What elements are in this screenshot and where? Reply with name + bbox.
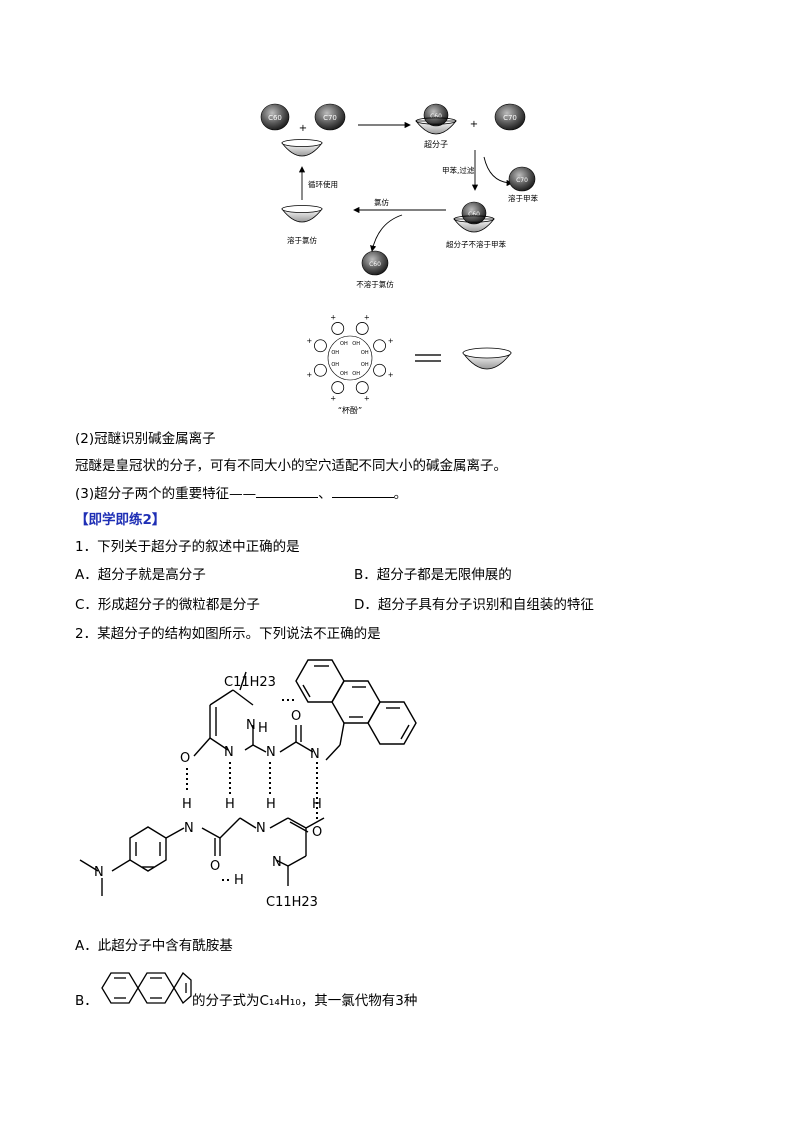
svg-text:+: + xyxy=(299,123,307,134)
svg-text:N: N xyxy=(94,865,104,880)
calixarene-phenol-ring xyxy=(314,339,327,353)
calixarene-oh-label: OH xyxy=(331,350,339,356)
c70-dissolved-sphere: C70 xyxy=(508,166,536,192)
calixarene-tbutyl: + xyxy=(388,337,394,345)
svg-text:C70: C70 xyxy=(503,114,517,122)
calixarene-oh-label: OH xyxy=(361,350,369,356)
label-chloroform: 氯仿 xyxy=(374,197,389,207)
label-toluene-filter: 甲苯,过滤 xyxy=(442,165,475,175)
calixarene-ring: + OH + OH + OH + OH + OH + OH + OH + OH xyxy=(306,315,393,403)
svg-text:H: H xyxy=(258,721,268,736)
practice-heading: 【即学即练2】 xyxy=(75,512,166,528)
calixarene-tbutyl: + xyxy=(388,371,394,379)
calixarene-phenol-ring xyxy=(373,339,386,353)
calixarene-oh-label: OH xyxy=(331,362,339,368)
calixarene-phenol-ring xyxy=(331,322,345,335)
crown-ether-body: 冠醚是皇冠状的分子，可有不同大小的空穴适配不同大小的碱金属离子。 xyxy=(75,458,507,474)
calixarene-tbutyl: + xyxy=(364,395,370,403)
bowl-icon-equivalent xyxy=(462,347,512,370)
svg-text:H: H xyxy=(234,873,244,888)
anthracene-icon xyxy=(101,971,192,1005)
svg-text:N: N xyxy=(246,718,256,733)
svg-text:H: H xyxy=(182,797,192,812)
supramolecule-structure: C11H23 N H N N O N O H H H H O N N O H N… xyxy=(79,659,417,910)
q1-option-a[interactable]: A．超分子就是高分子 xyxy=(75,567,206,583)
svg-text:C60: C60 xyxy=(468,211,480,218)
calixarene-oh-label: OH xyxy=(352,341,360,347)
c70-sphere: C70 xyxy=(314,103,346,131)
svg-text:H: H xyxy=(312,797,322,812)
calixarene-oh-label: OH xyxy=(340,341,348,347)
label-dissolve-toluene: 溶于甲苯 xyxy=(508,193,538,203)
calixarene-tbutyl: + xyxy=(330,315,336,321)
svg-text:C60: C60 xyxy=(369,261,381,268)
label-recycle: 循环使用 xyxy=(308,179,338,189)
label-insoluble-toluene: 超分子不溶于甲苯 xyxy=(446,239,506,249)
calixarene-phenol-ring xyxy=(355,381,369,394)
calixarene-phenol-ring xyxy=(373,363,386,377)
calixarene-tbutyl: + xyxy=(306,337,312,345)
question-3: (3)超分子两个的重要特征——、。 xyxy=(75,484,408,502)
svg-text:O: O xyxy=(291,709,301,724)
label-insoluble-chloroform: 不溶于氯仿 xyxy=(356,279,394,289)
svg-text:O: O xyxy=(312,825,322,840)
svg-text:O: O xyxy=(180,751,190,766)
svg-text:C11H23: C11H23 xyxy=(224,675,276,690)
svg-text:N: N xyxy=(256,821,266,836)
calixarene-oh-label: OH xyxy=(340,371,348,377)
calixarene-phenol-ring xyxy=(331,381,345,394)
q2-option-a[interactable]: A．此超分子中含有酰胺基 xyxy=(75,938,233,954)
calixarene-tbutyl: + xyxy=(306,371,312,379)
label-supramolecule: 超分子 xyxy=(424,139,448,149)
calixarene-figure: + OH + OH + OH + OH + OH + OH + OH + OH “杯酚” xyxy=(306,315,512,415)
svg-text:N: N xyxy=(224,745,234,760)
calixarene-oh-label: OH xyxy=(361,362,369,368)
calixarene-phenol-ring xyxy=(355,322,369,335)
calixarene-tbutyl: + xyxy=(364,315,370,321)
bowl-icon-chloroform xyxy=(281,205,323,223)
svg-text:O: O xyxy=(210,859,220,874)
question-2-stem: 2．某超分子的结构如图所示。下列说法不正确的是 xyxy=(75,626,381,642)
svg-text:N: N xyxy=(272,855,282,870)
equal-sign xyxy=(415,354,441,362)
q1-option-c[interactable]: C．形成超分子的微粒都是分子 xyxy=(75,597,260,613)
calixarene-phenol-ring xyxy=(314,363,327,377)
svg-text:N: N xyxy=(184,821,194,836)
svg-text:H: H xyxy=(225,797,235,812)
svg-text:H: H xyxy=(266,797,276,812)
label-dissolve-chloroform: 溶于氯仿 xyxy=(287,235,317,245)
supramolecule-insoluble-icon: C60 xyxy=(453,201,495,233)
svg-text:N: N xyxy=(310,747,320,762)
supramolecule-icon: C60 xyxy=(415,103,457,135)
question-1-stem: 1．下列关于超分子的叙述中正确的是 xyxy=(75,539,300,555)
c60-sphere: C60 xyxy=(260,103,290,131)
svg-text:+: + xyxy=(470,119,478,130)
svg-text:C60: C60 xyxy=(268,114,282,122)
svg-text:C70: C70 xyxy=(516,177,528,184)
svg-text:N: N xyxy=(266,745,276,760)
answer-blank-1[interactable] xyxy=(256,484,319,498)
c60-insoluble-sphere: C60 xyxy=(361,250,389,276)
fullerene-separation-figure: C60 C70 + C60 超分子 + C70 甲苯,过滤 C70 溶于甲苯 C… xyxy=(260,103,538,289)
q1-option-d[interactable]: D．超分子具有分子识别和自组装的特征 xyxy=(354,597,594,613)
answer-blank-2[interactable] xyxy=(331,484,394,498)
q2-option-b-prefix: B． xyxy=(75,993,98,1009)
c70-sphere-right: C70 xyxy=(494,103,526,131)
svg-text:C70: C70 xyxy=(323,114,337,122)
bowl-icon xyxy=(281,139,323,157)
calixarene-oh-label: OH xyxy=(352,371,360,377)
q2-option-b-text: 的分子式为C₁₄H₁₀，其一氯代物有3种 xyxy=(192,993,418,1009)
calixarene-tbutyl: + xyxy=(330,395,336,403)
q1-option-b[interactable]: B．超分子都是无限伸展的 xyxy=(354,567,512,583)
svg-text:C11H23: C11H23 xyxy=(266,895,318,910)
q3-prefix: (3)超分子两个的重要特征—— xyxy=(75,486,257,502)
svg-text:C60: C60 xyxy=(430,113,442,120)
crown-ether-heading: (2)冠醚识别碱金属离子 xyxy=(75,431,216,447)
calixarene-caption: “杯酚” xyxy=(338,405,362,415)
